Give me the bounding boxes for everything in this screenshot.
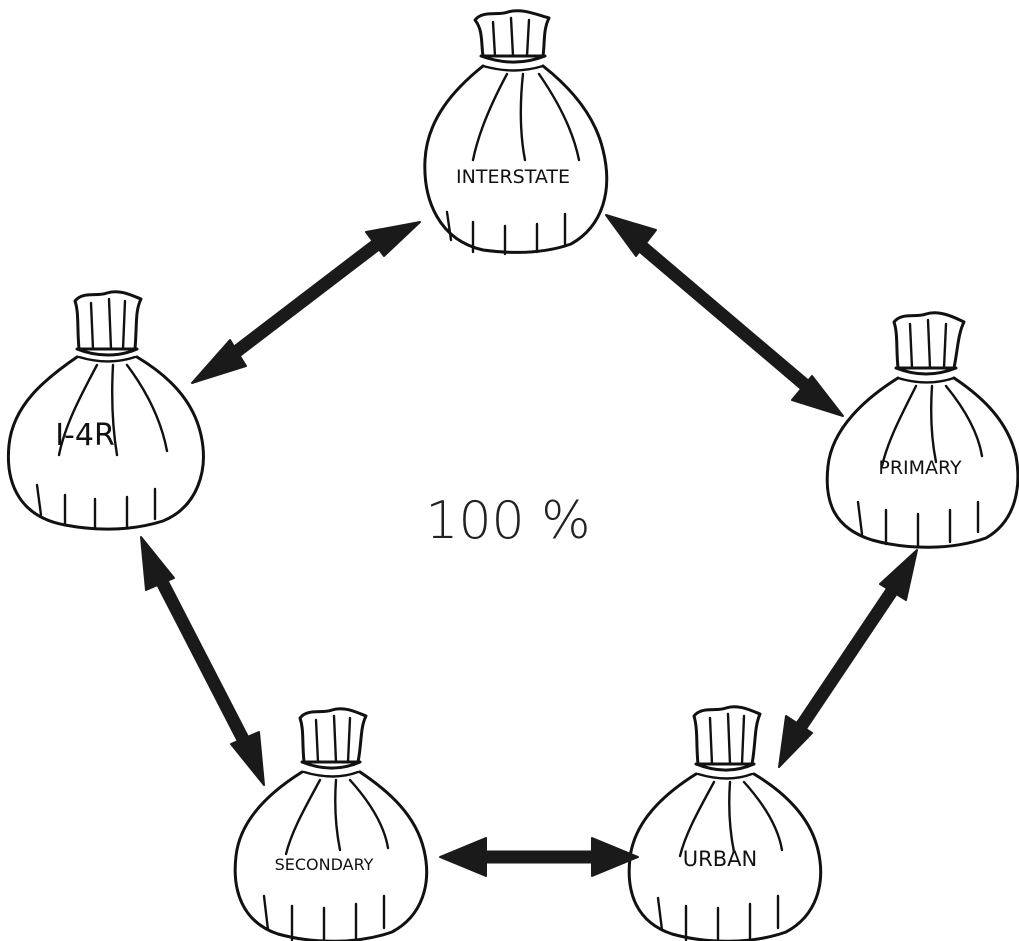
bag-label-i4r: I-4R: [55, 418, 115, 453]
arrow-interstate-primary: [606, 215, 843, 416]
bag-label-urban: URBAN: [683, 847, 757, 871]
bag-primary: PRIMARY: [827, 313, 1018, 548]
arrow-interstate-i4r: [192, 222, 420, 383]
bag-secondary: SECONDARY: [235, 709, 426, 941]
bag-label-interstate: INTERSTATE: [456, 166, 570, 188]
bag-label-primary: PRIMARY: [878, 457, 962, 479]
center-percentage: 100 %: [425, 491, 590, 551]
bag-interstate: INTERSTATE: [425, 11, 607, 254]
arrow-urban-secondary: [440, 838, 638, 876]
bag-i4r: I-4R: [8, 292, 203, 529]
arrow-secondary-i4r: [141, 537, 264, 785]
bag-label-secondary: SECONDARY: [275, 855, 374, 874]
arrow-primary-urban: [779, 550, 917, 767]
